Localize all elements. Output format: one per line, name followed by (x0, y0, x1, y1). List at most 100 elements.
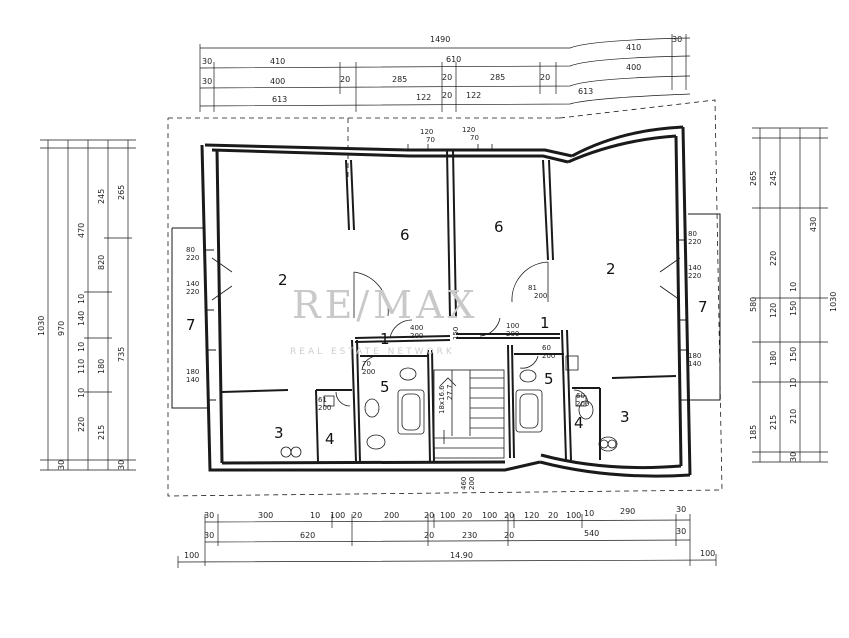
door-label-18: 60 (576, 392, 585, 400)
door-label-11: 100 (506, 322, 519, 330)
door-label-16: 18x16.6 (438, 385, 446, 414)
dim-bot-a10: 100 (482, 511, 497, 520)
room-5-left: 5 (380, 378, 390, 396)
door-label-11b: 200 (506, 330, 519, 338)
door-label-9b: 200 (534, 292, 547, 300)
door-label-7b: 220 (688, 272, 701, 280)
dim-top-n4: 122 (466, 91, 481, 100)
left-dimension-lines (40, 139, 136, 471)
door-label-8: 180 (688, 352, 701, 360)
dim-left-3: 735 (117, 347, 126, 362)
dim-bot-a15: 10 (584, 509, 594, 518)
dim-top-m5: 20 (442, 73, 452, 82)
door-label-17b: 200 (468, 477, 476, 490)
dim-right-10: 150 (789, 347, 798, 362)
room-1-left: 1 (380, 330, 390, 348)
dim-bot-a9: 20 (462, 511, 472, 520)
room-4-right: 4 (574, 414, 584, 432)
dim-bot-a17: 30 (676, 505, 686, 514)
room-7-right: 7 (698, 298, 708, 316)
room-1-right: 1 (540, 314, 550, 332)
dim-bot-a11: 20 (504, 511, 514, 520)
inner-walls (221, 149, 677, 463)
door-label-4b: 70 (426, 136, 435, 144)
dim-left-16: 30 (57, 460, 66, 470)
dim-bot-a3: 10 (310, 511, 320, 520)
dim-right-8: 150 (789, 301, 798, 316)
dim-bot-a1: 30 (204, 511, 214, 520)
door-label-16b: 27.7 (446, 384, 454, 400)
dim-left-8: 10 (77, 294, 86, 304)
dim-top-l5: 30 (672, 35, 682, 44)
dim-right-11: 180 (769, 351, 778, 366)
dim-bot-b6: 540 (584, 529, 599, 538)
door-label-13: 70 (362, 360, 371, 368)
door-label-6: 80 (688, 230, 697, 238)
dim-bot-a4: 100 (330, 511, 345, 520)
dim-top-l2: 410 (270, 57, 285, 66)
dim-bot-a2: 300 (258, 511, 273, 520)
dim-top-m7: 20 (540, 73, 550, 82)
dim-right-16: 30 (789, 452, 798, 462)
door-label-14: 60 (542, 344, 551, 352)
door-label-3: 180 (186, 368, 199, 376)
dim-left-5: 245 (97, 189, 106, 204)
room-3-right: 3 (620, 408, 630, 426)
door-label-1b: 220 (186, 254, 199, 262)
dim-left-6: 470 (77, 223, 86, 238)
top-dimension-lines (199, 34, 691, 112)
dim-right-12: 10 (789, 378, 798, 388)
dim-left-7: 820 (97, 255, 106, 270)
door-label-7: 140 (688, 264, 701, 272)
dim-left-1: 1030 (37, 316, 46, 336)
dim-right-15: 185 (749, 425, 758, 440)
dim-top-n1: 613 (272, 95, 287, 104)
door-label-17: 460 (460, 477, 468, 490)
dim-top-m6: 285 (490, 73, 505, 82)
dim-right-14: 215 (769, 415, 778, 430)
dim-bot-c1: 100 (184, 551, 199, 560)
dim-bot-b1: 30 (204, 531, 214, 540)
room-6-right: 6 (494, 218, 504, 236)
dim-right-7: 10 (789, 282, 798, 292)
dim-bot-a12: 120 (524, 511, 539, 520)
dim-bot-b7: 30 (676, 527, 686, 536)
door-label-2: 140 (186, 280, 199, 288)
dim-bot-a7: 20 (424, 511, 434, 520)
door-label-18b: 200 (576, 400, 589, 408)
dim-bot-a8: 100 (440, 511, 455, 520)
dim-top-l4: 410 (626, 43, 641, 52)
room-2-left: 2 (278, 271, 288, 289)
door-label-3b: 140 (186, 376, 199, 384)
door-label-6b: 220 (688, 238, 701, 246)
dim-bot-a5: 20 (352, 511, 362, 520)
dim-top-n3: 20 (442, 91, 452, 100)
watermark-tagline: REAL ESTATE NETWORK (290, 347, 455, 357)
dim-left-14: 220 (77, 417, 86, 432)
door-label-10: 400 (410, 324, 423, 332)
dim-right-6: 220 (769, 251, 778, 266)
dim-bot-b4: 230 (462, 531, 477, 540)
door-label-5b: 70 (470, 134, 479, 142)
dim-left-15: 215 (97, 425, 106, 440)
dim-left-10: 10 (77, 342, 86, 352)
dim-top-m8: 400 (626, 63, 641, 72)
room-2-right: 2 (606, 260, 616, 278)
door-label-15b: 200 (318, 404, 331, 412)
dim-bot-b2: 620 (300, 531, 315, 540)
dim-top-m3: 20 (340, 75, 350, 84)
watermark-logo: RE/MAX (292, 283, 479, 327)
door-label-1: 80 (186, 246, 195, 254)
terraces (171, 213, 721, 409)
dim-left-4: 265 (117, 185, 126, 200)
dim-top-l1: 30 (202, 57, 212, 66)
dim-right-9: 120 (769, 303, 778, 318)
room-3-left: 3 (274, 424, 284, 442)
dim-top-n2: 122 (416, 93, 431, 102)
dim-right-5: 430 (809, 217, 818, 232)
dim-bot-b5: 20 (504, 531, 514, 540)
door-label-10b: 200 (410, 332, 423, 340)
dim-right-3: 265 (749, 171, 758, 186)
door-label-2b: 220 (186, 288, 199, 296)
